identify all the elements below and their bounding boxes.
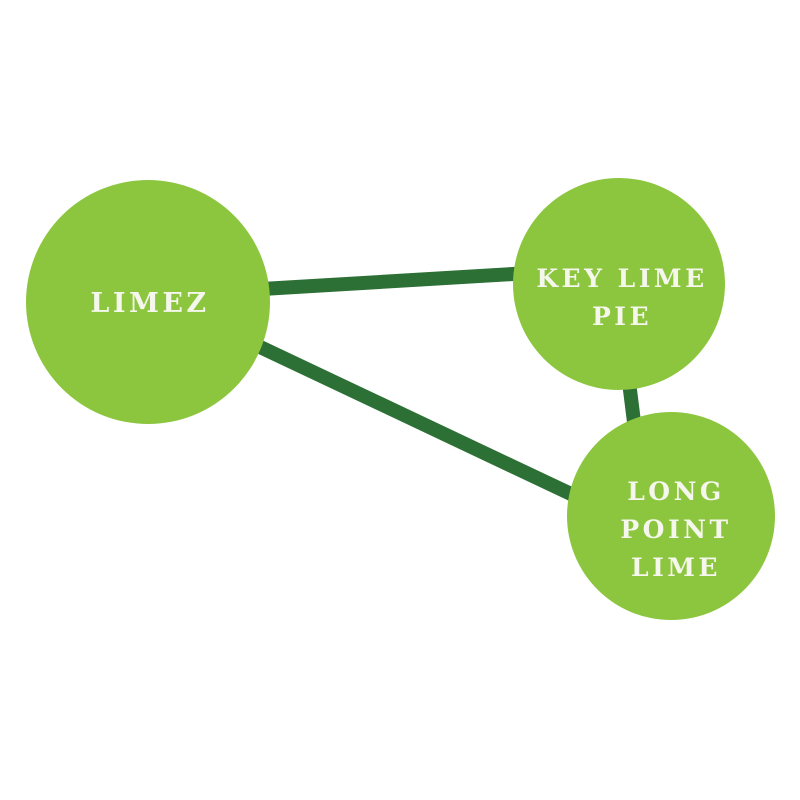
- edge-limez-key-lime-pie[interactable]: [261, 266, 531, 296]
- node-key-lime-pie[interactable]: KEY LIME PIE: [513, 178, 725, 390]
- node-long-point-lime-label-line-3: LIME: [631, 553, 721, 582]
- node-long-point-lime[interactable]: LONG POINT LIME: [567, 412, 775, 620]
- node-limez-circle[interactable]: [26, 180, 270, 424]
- node-limez[interactable]: LIMEZ: [26, 180, 270, 424]
- node-key-lime-pie-circle[interactable]: [513, 178, 725, 390]
- node-key-lime-pie-label-line-1: KEY LIME: [536, 264, 707, 293]
- node-long-point-lime-circle[interactable]: [567, 412, 775, 620]
- node-limez-label-line-1: LIMEZ: [90, 288, 209, 319]
- node-key-lime-pie-label-line-2: PIE: [592, 302, 652, 331]
- node-long-point-lime-label-line-2: POINT: [620, 515, 731, 544]
- node-long-point-lime-label-line-1: LONG: [627, 477, 725, 506]
- edge-limez-long-point-lime[interactable]: [255, 339, 593, 510]
